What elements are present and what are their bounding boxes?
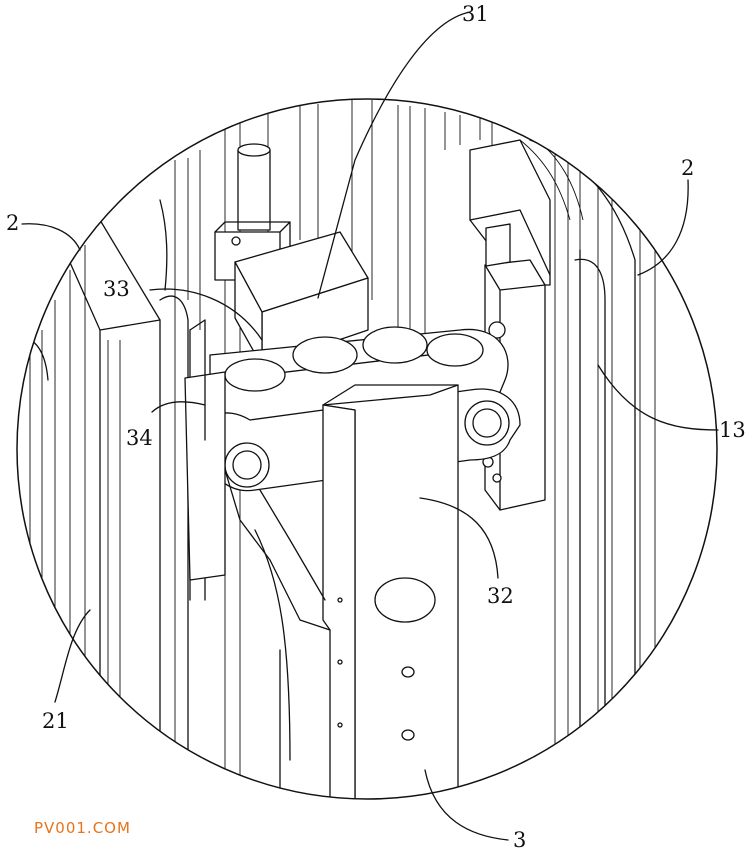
leader-32 xyxy=(419,497,499,579)
magnifier-circle xyxy=(16,98,718,800)
label-21: 21 xyxy=(42,709,69,733)
watermark: PV001.COM xyxy=(34,819,131,837)
magnified-view xyxy=(17,100,656,799)
label-2-right: 2 xyxy=(681,156,694,180)
leader-21 xyxy=(54,609,91,703)
label-31: 31 xyxy=(462,2,489,26)
leader-3 xyxy=(424,769,509,841)
leader-33 xyxy=(149,288,263,341)
label-13: 13 xyxy=(719,418,746,442)
label-34: 34 xyxy=(126,426,153,450)
leader-2-right xyxy=(637,179,689,276)
leader-31 xyxy=(317,11,471,299)
block-31 xyxy=(234,231,369,367)
leader-13 xyxy=(597,364,719,431)
label-32: 32 xyxy=(487,584,514,608)
leader-2-left xyxy=(21,223,81,251)
side-block-34 xyxy=(184,371,226,581)
label-3: 3 xyxy=(513,828,526,852)
left-side-plate xyxy=(17,199,189,799)
label-2-left: 2 xyxy=(6,211,19,235)
column-3 xyxy=(322,384,459,799)
leader-lines xyxy=(21,11,719,841)
lower-arm xyxy=(224,469,331,799)
label-33: 33 xyxy=(103,277,130,301)
leader-34 xyxy=(151,401,206,413)
